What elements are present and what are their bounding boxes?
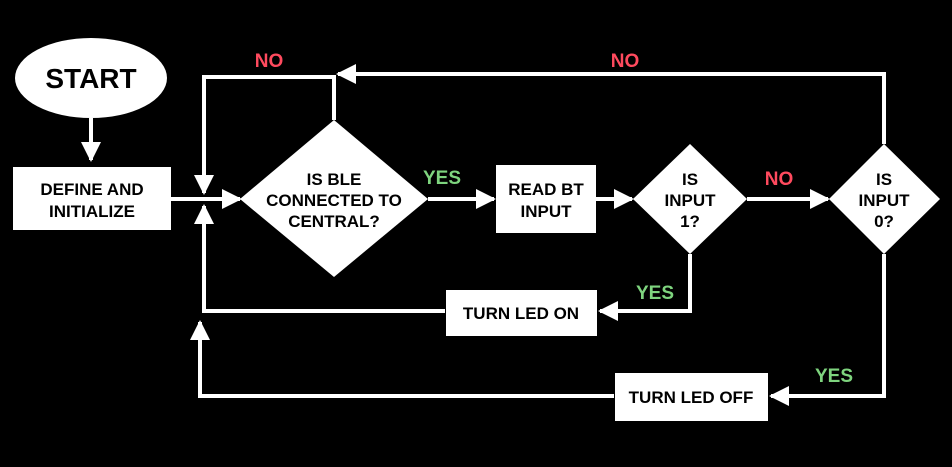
arrow-ledoff-to-loop bbox=[190, 320, 614, 398]
define-initialize-line-2: INITIALIZE bbox=[49, 202, 135, 221]
label-yes-ble: YES bbox=[423, 168, 461, 189]
input0-line-2: INPUT bbox=[859, 191, 911, 210]
input1-line-1: IS bbox=[682, 170, 698, 189]
turn-led-off-node: TURN LED OFF bbox=[615, 373, 768, 421]
ble-decision-line-2: CONNECTED TO bbox=[266, 191, 402, 210]
arrow-ledon-to-loop bbox=[194, 204, 445, 313]
ble-decision-line-3: CENTRAL? bbox=[288, 212, 380, 231]
label-yes-input0: YES bbox=[815, 366, 853, 387]
arrow-input0-no-loop bbox=[336, 64, 886, 144]
turn-led-on-node: TURN LED ON bbox=[446, 290, 597, 336]
input-1-decision: IS INPUT 1? bbox=[633, 144, 747, 254]
read-bt-line-2: INPUT bbox=[521, 202, 573, 221]
arrow-input0-yes-to-ledoff bbox=[769, 254, 886, 406]
arrow-ble-no-loop bbox=[194, 75, 336, 195]
start-label: START bbox=[45, 63, 136, 94]
led-off-label: TURN LED OFF bbox=[629, 388, 754, 407]
define-initialize-node: DEFINE AND INITIALIZE bbox=[13, 167, 171, 230]
read-bt-line-1: READ BT bbox=[508, 180, 584, 199]
input0-line-3: 0? bbox=[874, 212, 894, 231]
define-initialize-line-1: DEFINE AND bbox=[40, 180, 143, 199]
read-bt-input-node: READ BT INPUT bbox=[496, 165, 596, 233]
input1-line-2: INPUT bbox=[665, 191, 717, 210]
label-no-input1: NO bbox=[765, 169, 794, 190]
label-no-top: NO bbox=[611, 51, 640, 72]
input-0-decision: IS INPUT 0? bbox=[829, 144, 940, 254]
input1-line-3: 1? bbox=[680, 212, 700, 231]
label-no-ble: NO bbox=[255, 51, 284, 72]
label-yes-input1: YES bbox=[636, 283, 674, 304]
ble-decision-line-1: IS BLE bbox=[307, 170, 362, 189]
arrow-input1-yes-to-ledon bbox=[598, 254, 692, 321]
start-node: START bbox=[15, 38, 167, 118]
led-on-label: TURN LED ON bbox=[463, 304, 579, 323]
ble-connected-decision: IS BLE CONNECTED TO CENTRAL? bbox=[240, 120, 428, 277]
input0-line-1: IS bbox=[876, 170, 892, 189]
